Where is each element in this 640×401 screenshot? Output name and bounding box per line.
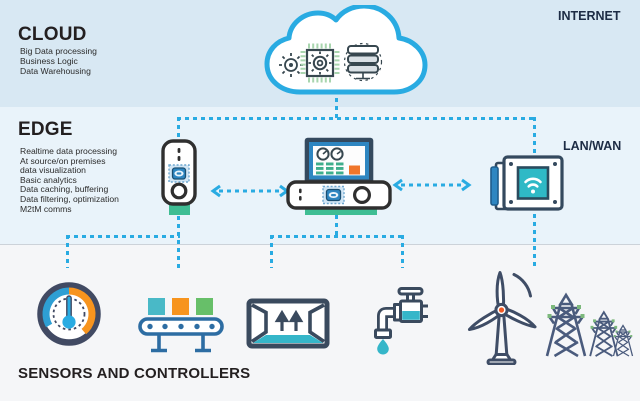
double-arrow-icon	[392, 178, 472, 192]
connector-mid-center	[270, 235, 404, 238]
lan-wan-label: LAN/WAN	[563, 139, 622, 153]
cloud-icon	[264, 5, 428, 95]
sensors-title: SENSORS AND CONTROLLERS	[18, 365, 251, 382]
alert-tile	[349, 165, 360, 175]
edge-server-icon	[286, 180, 392, 215]
connector-lanwan-down	[533, 214, 536, 268]
connector-cloud-down	[335, 98, 338, 118]
cpu-chip-icon	[300, 43, 340, 83]
connector-lanwan-up	[533, 117, 536, 157]
conveyor-belt-icon	[138, 298, 224, 353]
connector-edge-top	[177, 117, 536, 120]
edge-capability-item: data visualization	[20, 165, 86, 176]
cloud-capability-item: Data Warehousing	[20, 66, 91, 76]
connector-drop-faucet	[401, 235, 404, 268]
gauge-dial-icon	[316, 147, 344, 161]
cloud-capability-item: Big Data processing	[20, 46, 97, 56]
power-towers-icon	[545, 293, 634, 358]
connector-drop-gauge	[66, 235, 69, 268]
faucet-icon	[374, 287, 428, 355]
wifi-panel-icon	[490, 155, 564, 211]
container-icon	[246, 298, 330, 349]
cloud-title: CLOUD	[18, 24, 87, 45]
cloud-capability-item: Business Logic	[20, 56, 78, 66]
gauge-thermometer-icon	[37, 282, 101, 346]
connector-server-down	[335, 215, 338, 236]
edge-capabilities-list: Realtime data processing At source/on pr…	[20, 146, 119, 214]
wind-turbine-icon	[467, 271, 537, 365]
chip-module-icon	[322, 185, 345, 205]
edge-capability-item: At source/on premises	[20, 155, 106, 166]
wifi-icon	[524, 177, 542, 194]
connector-gateway-down	[177, 216, 180, 268]
edge-capability-item: Realtime data processing	[20, 146, 117, 156]
server-stack-icon	[343, 42, 383, 82]
connector-drop-container	[270, 235, 273, 268]
double-arrow-icon	[210, 184, 290, 198]
edge-capability-item: Basic analytics	[20, 174, 77, 185]
water-drop-icon	[377, 339, 389, 355]
chip-module-icon	[168, 164, 190, 183]
edge-title: EDGE	[18, 119, 73, 140]
edge-capability-item: Data filtering, optimization	[20, 193, 119, 204]
edge-gateway-icon	[161, 139, 197, 215]
edge-capability-item: Data caching, buffering	[20, 184, 109, 195]
control-panel-icon	[304, 137, 374, 184]
internet-label: INTERNET	[558, 9, 621, 23]
status-bars	[316, 162, 344, 175]
connector-mid-left	[66, 235, 180, 238]
edge-capability-item: M2tM comms	[20, 203, 72, 214]
cloud-capabilities-list: Big Data processing Business Logic Data …	[20, 46, 97, 76]
connector-gateway-up	[177, 117, 180, 141]
up-arrows-icon	[274, 309, 304, 331]
